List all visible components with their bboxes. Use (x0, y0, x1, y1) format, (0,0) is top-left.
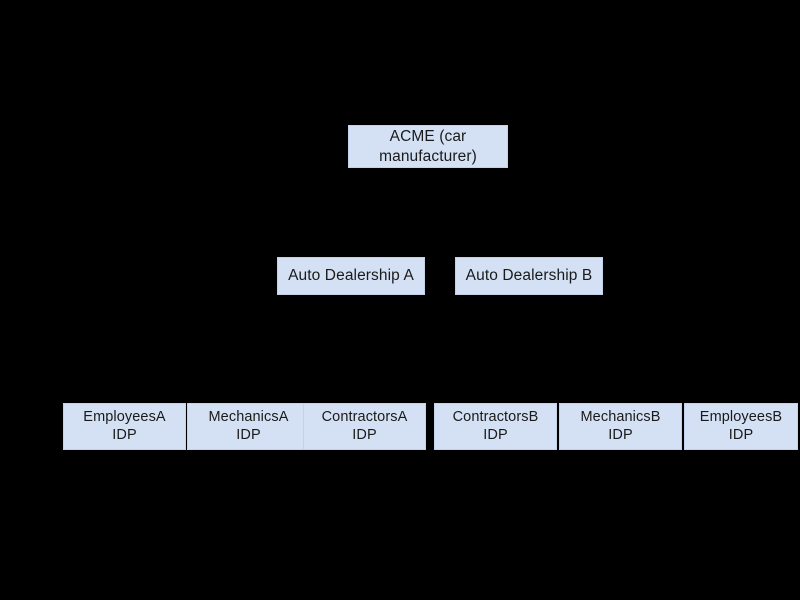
node-employees-a-idp[interactable]: EmployeesA IDP (63, 403, 186, 450)
node-mechanics-a-idp[interactable]: MechanicsA IDP (187, 403, 310, 450)
node-auto-dealership-b[interactable]: Auto Dealership B (455, 257, 603, 295)
node-acme[interactable]: ACME (car manufacturer) (348, 125, 508, 168)
node-contractors-b-idp[interactable]: ContractorsB IDP (434, 403, 557, 450)
node-mechanics-b-idp[interactable]: MechanicsB IDP (559, 403, 682, 450)
node-contractors-a-idp[interactable]: ContractorsA IDP (303, 403, 426, 450)
node-employees-b-idp[interactable]: EmployeesB IDP (684, 403, 798, 450)
node-auto-dealership-a[interactable]: Auto Dealership A (277, 257, 425, 295)
